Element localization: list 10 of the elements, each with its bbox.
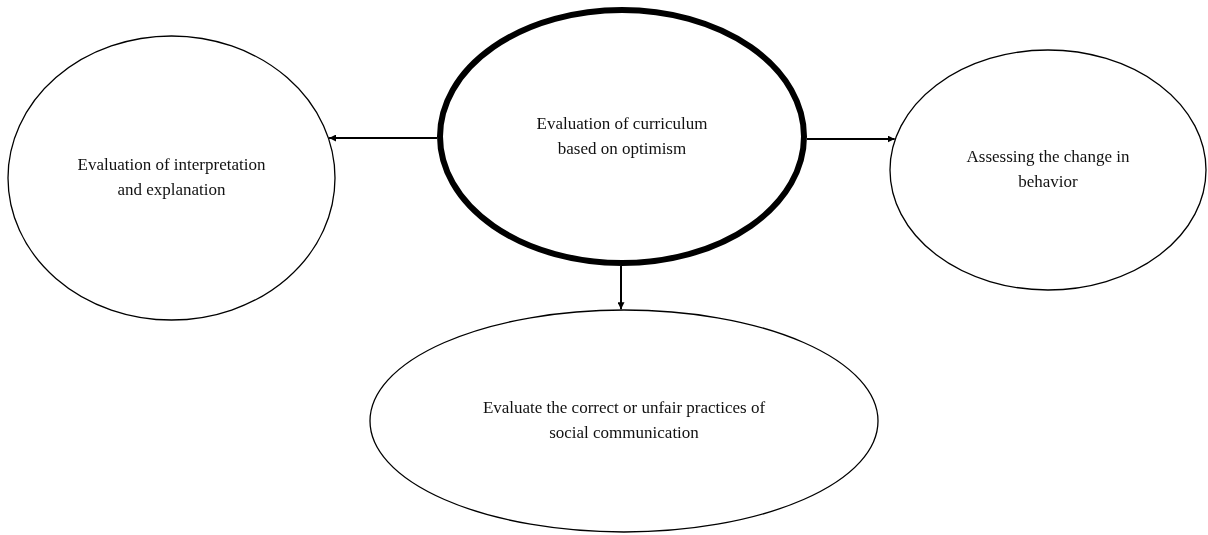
node-label: Evaluation of curriculum based on optimism — [535, 112, 709, 160]
node-label: Evaluation of interpretation and explanation — [76, 154, 267, 201]
node-label: Evaluate the correct or unfair practices of social communication — [481, 397, 767, 444]
arrow — [328, 134, 438, 142]
ellipse-node — [370, 310, 878, 532]
ellipse-node — [8, 36, 335, 320]
ellipse-node — [440, 10, 804, 263]
node-label: Assessing the change in behavior — [965, 146, 1131, 193]
arrow — [617, 265, 625, 311]
ellipse-node — [890, 50, 1206, 290]
